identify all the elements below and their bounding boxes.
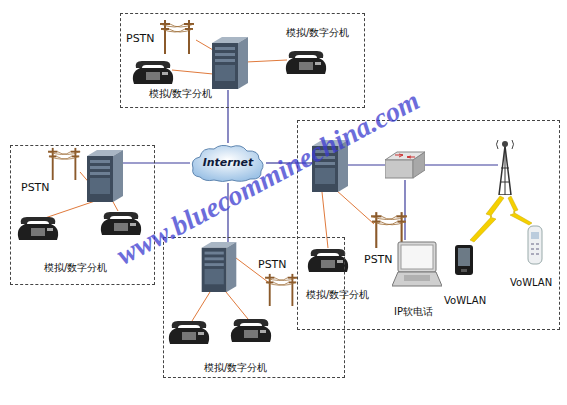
pstn-label: PSTN <box>258 258 287 271</box>
pstn-label: PSTN <box>21 181 50 194</box>
device-label: 模拟/数字分机 <box>149 88 212 100</box>
device-label: VoWLAN <box>510 277 552 289</box>
network-link <box>155 162 190 163</box>
site-box: PSTN 模拟/数字分机 <box>163 237 345 378</box>
extension-wires <box>45 40 374 321</box>
device-label: 模拟/数字分机 <box>44 262 107 274</box>
device-label: 模拟/数字分机 <box>306 289 369 301</box>
device-label: 模拟/数字分机 <box>204 362 267 374</box>
devices <box>18 20 542 344</box>
pstn-label: PSTN <box>364 253 393 266</box>
device-label: IP软电话 <box>394 306 433 318</box>
wireless-bolts <box>470 196 532 242</box>
pstn-label: PSTN <box>126 32 155 45</box>
device-label: VoWLAN <box>444 295 486 307</box>
site-box: PSTN模拟/数字分机模拟/数字分机 <box>120 13 365 108</box>
watermark: www.bluecomminechina.com <box>111 85 425 272</box>
device-label: 模拟/数字分机 <box>286 27 349 39</box>
network-link <box>227 108 228 143</box>
